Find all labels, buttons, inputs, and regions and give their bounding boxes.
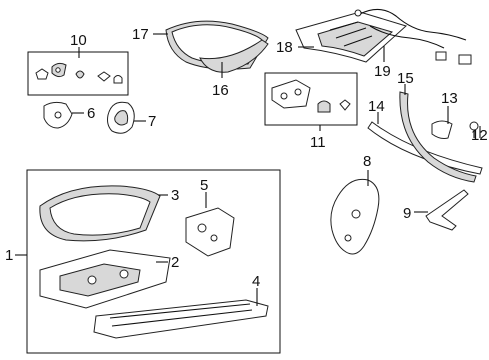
part-7-ring	[107, 101, 135, 134]
part-9-lever	[425, 189, 469, 231]
part-8-side-shield	[330, 178, 380, 255]
callout-4: 4	[252, 273, 260, 290]
callout-13: 13	[441, 90, 458, 107]
callout-17: 17	[132, 26, 149, 43]
part-12-fastener	[469, 121, 479, 138]
part-10-kit-box	[27, 51, 129, 96]
part-1-assembly-box	[26, 169, 281, 354]
callout-6: 6	[87, 105, 95, 122]
part-2-adjuster	[39, 249, 171, 309]
part-15-side-rail	[399, 91, 477, 183]
callout-2: 2	[171, 254, 179, 271]
callout-14: 14	[368, 98, 385, 115]
part-10-hardware	[35, 62, 123, 84]
part-5-motor-bracket	[185, 207, 235, 257]
part-14-side-rail	[367, 121, 483, 175]
part-4-track	[93, 299, 269, 339]
callout-1: 1	[5, 247, 13, 264]
callout-12: 12	[471, 127, 488, 144]
callout-7: 7	[148, 113, 156, 130]
part-11-kit-box	[264, 72, 358, 126]
callout-18: 18	[276, 39, 293, 56]
callout-5: 5	[200, 177, 208, 194]
callout-19: 19	[374, 63, 391, 80]
callout-3: 3	[171, 187, 179, 204]
part-19-wiring-harness	[354, 8, 472, 65]
part-11-hardware	[271, 79, 351, 113]
callout-11: 11	[310, 134, 326, 151]
callout-15: 15	[397, 70, 414, 87]
callout-16: 16	[212, 82, 229, 99]
callout-10: 10	[70, 32, 87, 49]
callout-9: 9	[403, 205, 411, 222]
part-6-bracket	[43, 101, 73, 129]
part-18-heater-element	[295, 11, 407, 63]
callout-8: 8	[363, 153, 371, 170]
part-16-cushion-pad	[199, 39, 269, 73]
part-13-clip	[431, 120, 453, 139]
part-3-frame-pan	[39, 185, 161, 242]
